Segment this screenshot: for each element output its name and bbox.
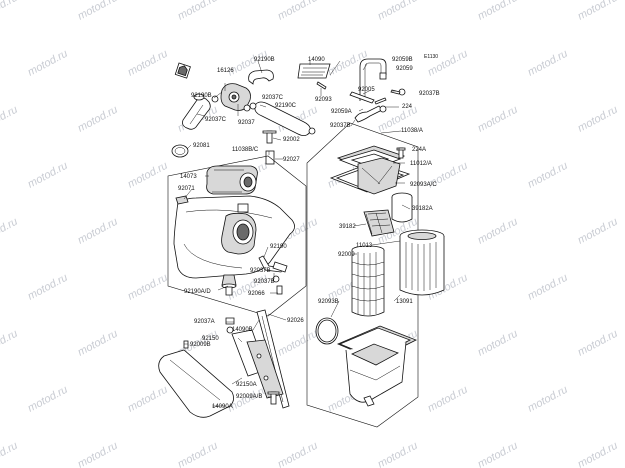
watermark-text: motod.ru — [0, 0, 20, 23]
clamp-ring — [171, 144, 189, 158]
front-arrow-icon — [174, 62, 191, 79]
callout: 92150A — [236, 382, 257, 388]
watermark-text: motod.ru — [76, 440, 120, 468]
leader-lines — [183, 60, 411, 407]
callout: 92037 — [238, 120, 255, 126]
callout: 92009B — [190, 342, 211, 348]
callout: 92005 — [358, 87, 375, 93]
watermark-text: motod.ru — [126, 160, 170, 191]
callout: 92037C — [262, 95, 284, 101]
callout: 92190 — [270, 244, 287, 250]
callout: 16126 — [217, 68, 234, 74]
callout: 92009 — [338, 252, 355, 258]
callout: 11012/A — [410, 161, 432, 167]
watermark-text: motod.ru — [76, 328, 120, 359]
watermark-text: motod.ru — [126, 48, 170, 79]
air-box — [173, 165, 295, 296]
watermark-text: motod.ru — [426, 48, 470, 79]
watermark-text: motod.ru — [426, 384, 470, 415]
callout: 92190A/D — [184, 289, 211, 295]
watermark-text: motod.ru — [576, 216, 620, 247]
watermark-text: motod.ru — [0, 216, 20, 247]
callout: 92093 — [315, 97, 332, 103]
breather-hose-group — [182, 58, 406, 136]
callout: 92037B — [250, 268, 271, 274]
watermark-text: motod.ru — [526, 272, 570, 303]
callout: 14090B — [232, 327, 253, 333]
watermark-text: motod.ru — [0, 440, 20, 468]
callout: 92059A — [331, 109, 352, 115]
callout: 92037A — [194, 319, 215, 325]
callout: 92093A/C — [410, 182, 437, 188]
callout: 92059 — [396, 66, 413, 72]
watermark-text: motod.ru — [276, 0, 320, 23]
callout: 14090 — [308, 57, 325, 63]
callout: 92093B — [318, 299, 339, 305]
watermark-text: motod.ru — [476, 328, 520, 359]
callout: 92066 — [248, 291, 265, 297]
callout: 92150 — [202, 336, 219, 342]
watermark-text: motod.ru — [0, 104, 20, 135]
callout: 39182A — [412, 206, 433, 212]
watermark-text: motod.ru — [26, 160, 70, 191]
callout: 92026 — [287, 318, 304, 324]
right-frame — [306, 122, 419, 428]
watermark-text: motod.ru — [576, 328, 620, 359]
callout: 92037B — [330, 123, 351, 129]
callout: 92071 — [178, 186, 195, 192]
watermark-text: motod.ru — [276, 328, 320, 359]
watermark-text: motod.ru — [76, 0, 120, 23]
watermark-text: motod.ru — [176, 0, 220, 23]
callout-labels: 16126 92190B 92037C 92190B 92037C 92037 … — [178, 57, 440, 410]
watermark-text: motod.ru — [576, 0, 620, 23]
watermark-text: motod.ru — [476, 104, 520, 135]
callout: 14073 — [180, 174, 197, 180]
filter-assembly — [315, 145, 445, 407]
lower-cover-group — [158, 309, 290, 418]
watermark-text: motod.ru — [526, 160, 570, 191]
callout: 39182 — [339, 224, 356, 230]
watermark-text: motod.ru — [526, 384, 570, 415]
callout: 92190B — [254, 57, 275, 63]
diagram-code: E1130 — [424, 54, 438, 60]
watermark-text: motod.ru — [526, 48, 570, 79]
watermark-text: motod.ru — [476, 440, 520, 468]
callout: 92002 — [283, 137, 300, 143]
watermark-text: motod.ru — [126, 384, 170, 415]
callout: 14090A — [212, 404, 233, 410]
watermark-text: motod.ru — [576, 104, 620, 135]
callout: 13091 — [396, 299, 413, 305]
callout: 92037B — [254, 279, 275, 285]
callout: 224 — [402, 104, 413, 110]
callout: 11038B/C — [232, 147, 259, 153]
callout: 11013 — [356, 243, 373, 249]
callout: 92037C — [205, 117, 227, 123]
watermark-text: motod.ru — [26, 48, 70, 79]
watermark-text: motod.ru — [26, 272, 70, 303]
watermark-text: motod.ru — [126, 272, 170, 303]
callout: 224A — [412, 147, 426, 153]
watermark-text: motod.ru — [176, 440, 220, 468]
callout: 11038/A — [401, 128, 423, 134]
callout: 92081 — [193, 143, 210, 149]
watermark-text: motod.ru — [76, 216, 120, 247]
watermark-text: motod.ru — [476, 0, 520, 23]
callout: 92059B — [392, 57, 413, 63]
watermark-text: motod.ru — [0, 328, 20, 359]
watermark-text: motod.ru — [26, 384, 70, 415]
watermark-text: motod.ru — [576, 440, 620, 468]
watermark-text: motod.ru — [476, 216, 520, 247]
watermark-text: motod.ru — [376, 0, 420, 23]
callout: 92009A/B — [236, 394, 262, 400]
watermark-text: motod.ru — [76, 104, 120, 135]
callout: 92190C — [275, 103, 297, 109]
watermark-text: motod.ru — [376, 440, 420, 468]
left-frame — [167, 155, 307, 317]
callout: 92037B — [419, 91, 440, 97]
watermark-text: motod.ru — [276, 440, 320, 468]
callout: 92027 — [283, 157, 300, 163]
callout: 92190B — [191, 93, 212, 99]
